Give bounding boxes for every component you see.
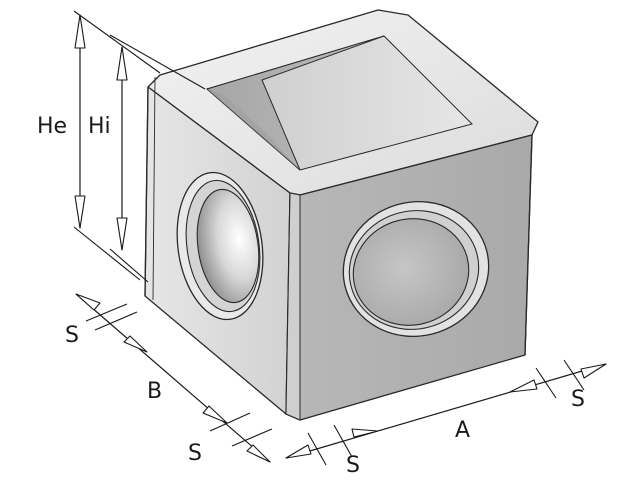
b-label: B xyxy=(147,379,162,404)
inner-floor-shadow xyxy=(207,89,300,170)
left-pipe-opening xyxy=(176,171,264,321)
hi-arrow-bottom xyxy=(116,217,128,251)
a-dimension-line xyxy=(285,363,607,459)
s-arrow-left-bottom xyxy=(246,444,271,463)
s-label-left-top: S xyxy=(65,323,79,348)
s-arrow-right-bottom-a xyxy=(285,444,312,459)
height-dimensions: He Hi xyxy=(37,10,206,283)
s-arrow-left-top-a xyxy=(75,293,101,311)
s-arrow-right-bottom-b xyxy=(351,428,379,438)
s-label-left-bottom: S xyxy=(188,441,202,466)
b-arrow-end xyxy=(202,405,228,424)
he-label: He xyxy=(37,114,67,139)
a-dimension: A S S xyxy=(285,359,607,478)
he-arrow-bottom xyxy=(74,195,86,229)
hi-label: Hi xyxy=(88,114,111,139)
left-bevel-edge xyxy=(152,76,156,301)
he-arrow-top xyxy=(74,14,86,49)
right-edge-bevel xyxy=(524,134,533,356)
s-arrow-left-top-b xyxy=(123,335,148,353)
a-label: A xyxy=(455,418,470,443)
hi-arrow-top xyxy=(116,46,128,81)
s-arrow-right-top xyxy=(580,363,607,379)
right-pipe-opening xyxy=(342,200,490,338)
a-arrow-end xyxy=(509,379,538,393)
corner-bevel xyxy=(285,192,301,421)
concrete-box xyxy=(144,9,539,421)
b-dimension: S B S xyxy=(65,293,273,466)
s-label-right-bottom: S xyxy=(346,453,360,478)
b-dimension-line xyxy=(75,293,271,463)
s-label-right-top: S xyxy=(571,387,585,412)
left-edge xyxy=(144,86,149,297)
